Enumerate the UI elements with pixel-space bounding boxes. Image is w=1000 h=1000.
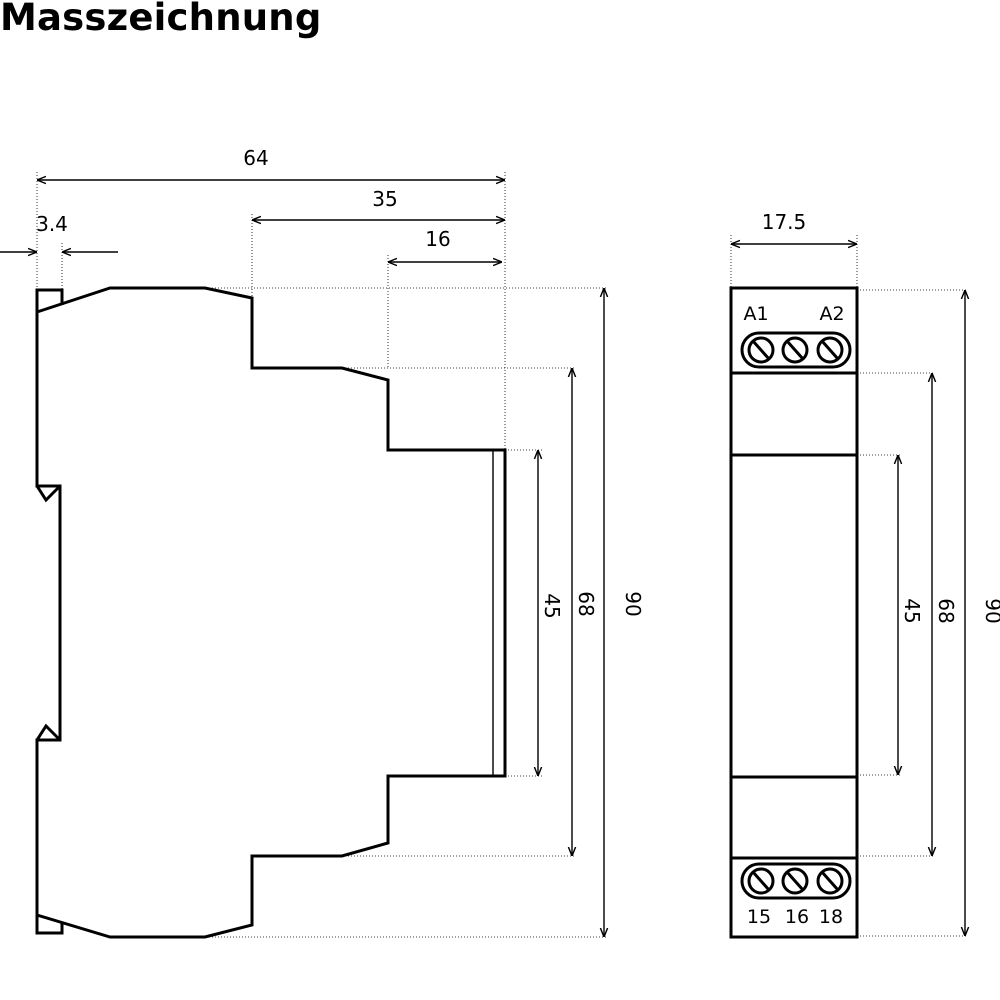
terminal-block-bottom	[740, 862, 852, 900]
front-view: A1 A2 15 16 18 17.5 45	[729, 210, 1000, 939]
dim-label-width-mid: 35	[372, 187, 397, 211]
din-clip-top	[35, 288, 64, 312]
terminal-label-15: 15	[747, 906, 771, 928]
rail-notch-lower	[35, 723, 62, 742]
din-clip-bottom	[35, 915, 64, 935]
dim-label-front-width: 17.5	[762, 210, 807, 234]
screw-terminal-icon	[781, 867, 809, 895]
dim-label-front-height-total: 90	[981, 598, 1000, 623]
rail-notch-upper	[35, 484, 62, 503]
page-title: Masszeichnung	[0, 0, 322, 39]
dim-label-height-mid: 68	[574, 591, 598, 616]
terminal-block-top	[740, 331, 852, 369]
dim-label-width-total: 64	[243, 146, 268, 170]
dim-label-height-total: 90	[621, 591, 645, 616]
side-view: 64 35 16 3.4 45 68 90	[0, 146, 645, 939]
terminal-label-18: 18	[819, 906, 843, 928]
dim-label-front-height-front: 45	[900, 598, 924, 623]
terminal-label-a2: A2	[819, 303, 844, 325]
screw-terminal-icon	[816, 336, 844, 364]
side-view-outline	[35, 286, 507, 939]
dim-label-front-height-mid: 68	[934, 598, 958, 623]
dim-label-clip-offset: 3.4	[36, 212, 68, 236]
screw-terminal-icon	[747, 867, 775, 895]
dim-label-width-front: 16	[425, 227, 450, 251]
terminal-label-16: 16	[785, 906, 809, 928]
dim-label-height-front: 45	[540, 593, 564, 618]
front-view-outline	[729, 286, 859, 939]
screw-terminal-icon	[781, 336, 809, 364]
terminal-label-a1: A1	[743, 303, 768, 325]
screw-terminal-icon	[747, 336, 775, 364]
screw-terminal-icon	[816, 867, 844, 895]
